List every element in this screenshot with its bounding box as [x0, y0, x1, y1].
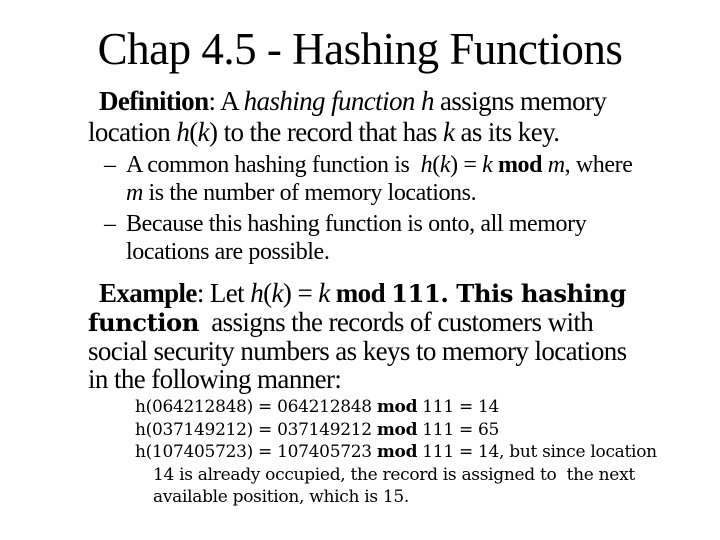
text-line: m is the number of memory locations.: [126, 180, 477, 206]
bullet-text: Because this hashing function is onto, a…: [126, 210, 632, 266]
text-line: available position, which is 15.: [153, 487, 410, 507]
text-line: 14 is already occupied, the record is as…: [153, 464, 635, 485]
definition-paragraph: Definition: A hashing function h assigns…: [88, 86, 607, 148]
bullet-list: – A common hashing function is h(k) = k …: [104, 151, 633, 269]
bullet-text: A common hashing function is h(k) = k mo…: [126, 151, 633, 207]
example-paragraph: Example: Let h(k) = k mod 111. This hash…: [88, 279, 627, 393]
text-line: function assigns the records of customer…: [88, 307, 594, 337]
text-line: A common hashing function is h(k) = k mo…: [126, 152, 633, 178]
text-line: social security numbers as keys to memor…: [88, 336, 627, 366]
text-line: locations are possible.: [126, 239, 330, 265]
text-line: Example: Let h(k) = k mod 111. This hash…: [99, 278, 627, 308]
bullet-dash: –: [104, 211, 116, 237]
slide-title: Chap 4.5 - Hashing Functions: [97, 24, 623, 74]
text-line: h(037149212) = 037149212 mod 111 = 65: [135, 419, 500, 440]
text-line: location h(k) to the record that has k a…: [88, 117, 560, 147]
text-line: Because this hashing function is onto, a…: [126, 211, 587, 237]
list-item: – Because this hashing function is onto,…: [104, 210, 632, 266]
bullet-dash: –: [104, 152, 116, 178]
list-item: – A common hashing function is h(k) = k …: [104, 151, 633, 207]
text-line: h(107405723) = 107405723 mod 111 = 14, b…: [135, 442, 657, 462]
text-line: in the following manner:: [88, 364, 342, 394]
text-line: Definition: A hashing function h assigns…: [99, 86, 607, 116]
text-line: h(064212848) = 064212848 mod 111 = 14: [135, 397, 500, 417]
